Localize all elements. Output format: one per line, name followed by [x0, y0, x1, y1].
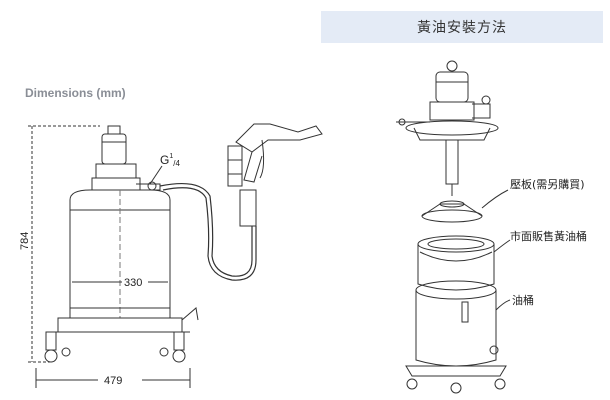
- height-dimension-line: [28, 125, 100, 363]
- follower-plate-label: 壓板(需另購買): [510, 177, 585, 191]
- thread-leader: [149, 165, 163, 185]
- grease-gun: [227, 123, 323, 227]
- install-method-header: 黃油安裝方法: [321, 11, 603, 43]
- commercial-drum-label: 市面販售黃油桶: [510, 229, 587, 243]
- height-dimension-label: 784: [19, 232, 31, 250]
- commercial-grease-drum: [417, 235, 495, 291]
- dimensions-title: Dimensions (mm): [25, 86, 126, 100]
- thread-size-label: G1/4: [160, 153, 180, 168]
- main-tank: [405, 280, 507, 394]
- tank-label: 油桶: [512, 293, 534, 307]
- follower-plate: [421, 200, 483, 223]
- installation-drawing: [396, 60, 511, 394]
- grease-drum: [69, 189, 171, 319]
- trolley-base: [44, 307, 199, 363]
- grease-hose: [159, 183, 257, 281]
- pump-assembly: [396, 60, 499, 196]
- pump-head: [91, 125, 161, 191]
- drum-leader: [493, 239, 511, 253]
- plate-leader: [481, 189, 509, 209]
- pump-dimension-drawing: [28, 123, 323, 388]
- base-width-label: 479: [104, 375, 122, 387]
- tank-leader: [495, 299, 511, 311]
- base-width-dimension: [35, 368, 191, 388]
- drum-width-label: 330: [124, 277, 142, 289]
